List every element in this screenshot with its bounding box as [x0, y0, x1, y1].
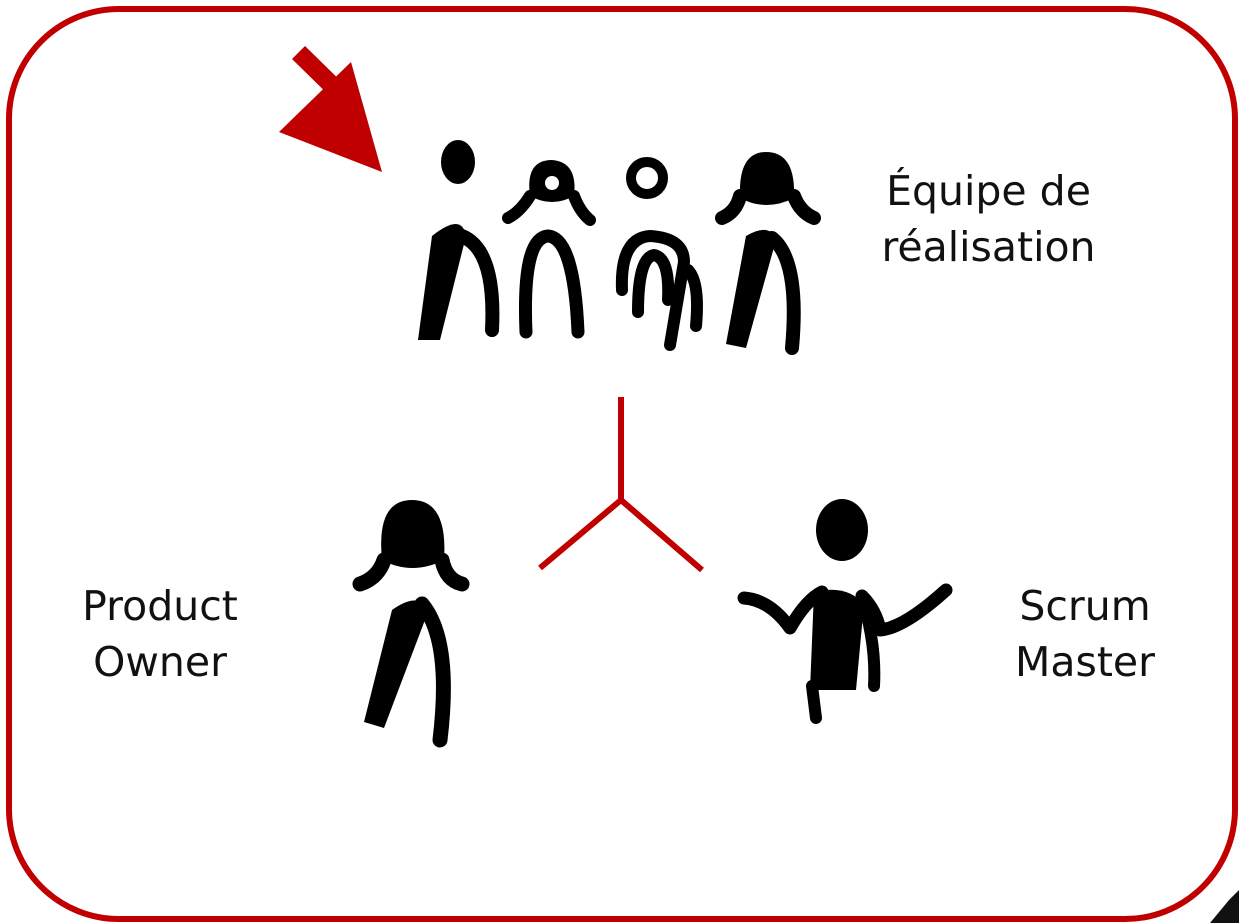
team-label: Équipe de réalisation [866, 163, 1111, 275]
product-owner-label-line-2: Owner [93, 638, 227, 686]
y-connector-icon [538, 397, 704, 573]
team-figures-icon [418, 140, 821, 355]
arrow-pointer-icon [279, 46, 382, 172]
product-owner-label-line-1: Product [82, 582, 238, 630]
team-label-line-2: réalisation [881, 223, 1096, 271]
scrum-master-figure-icon [737, 499, 953, 724]
team-member-2-figure [502, 160, 596, 339]
diagram-frame [6, 6, 1238, 922]
product-owner-label: Product Owner [50, 578, 270, 690]
scrum-master-label-line-2: Master [1014, 638, 1156, 686]
frame-corner-shadow [1210, 890, 1239, 923]
team-member-4-figure [715, 152, 821, 355]
team-member-3-figure [615, 157, 703, 351]
team-member-1-figure [418, 140, 500, 340]
scrum-master-label-line-1: Scrum [1019, 582, 1151, 630]
product-owner-figure-icon [352, 500, 470, 748]
team-label-line-1: Équipe de [886, 167, 1091, 215]
scrum-master-label: Scrum Master [990, 578, 1180, 690]
